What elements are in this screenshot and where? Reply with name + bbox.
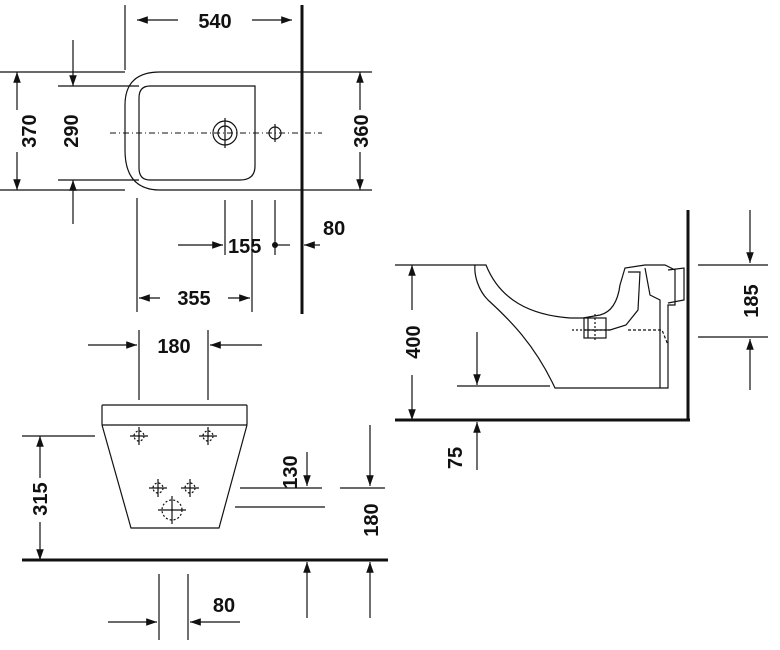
fixing-hole-icon (130, 427, 148, 445)
dim-top-depth-outer: 370 (19, 114, 41, 147)
dim-tap-to-outlet: 155 (228, 236, 261, 258)
fixing-hole-icon (149, 479, 167, 497)
dim-outlet-from-left: 355 (177, 288, 210, 310)
dim-front-mid-height: 130 (280, 455, 302, 488)
dim-front-fixing-spacing: 180 (157, 336, 190, 358)
dim-top-depth-right: 360 (351, 114, 373, 147)
top-view: 540 370 290 360 80 155 355 (0, 5, 373, 314)
front-view-rim (101, 404, 248, 426)
dim-top-width: 540 (198, 11, 231, 33)
dim-front-height: 315 (30, 482, 52, 515)
front-view-body (101, 424, 248, 529)
side-view: 400 75 185 (395, 210, 768, 470)
dim-top-depth-bowl: 290 (61, 114, 83, 147)
dim-side-height-right: 185 (741, 284, 763, 317)
dim-front-bottom-spacing: 80 (213, 595, 235, 617)
side-view-bidet-profile (474, 264, 676, 389)
dim-side-height: 400 (403, 325, 425, 358)
top-view-bidet-outline (124, 71, 302, 191)
fixing-hole-icon (199, 427, 217, 445)
dim-wall-offset: 80 (323, 218, 345, 240)
drain-icon (158, 496, 186, 524)
fixing-hole-icon (181, 479, 199, 497)
dim-front-lower: 180 (361, 503, 383, 536)
top-view-bowl-outline (138, 85, 256, 181)
front-view: 180 315 130 180 80 (22, 330, 388, 640)
dim-side-floor-offset: 75 (445, 447, 467, 469)
